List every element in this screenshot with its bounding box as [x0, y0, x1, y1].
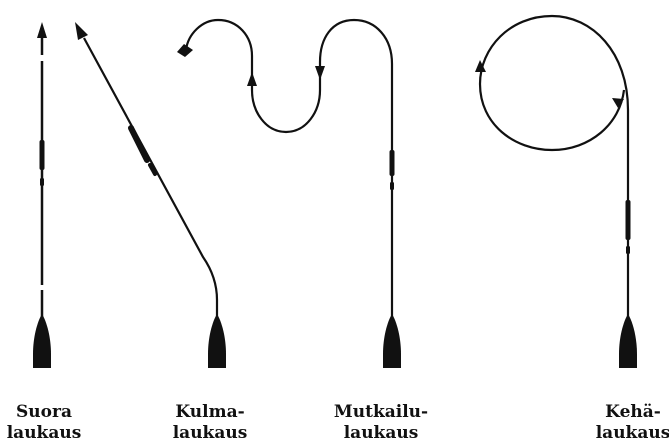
caption-line-2: laukaus	[0, 423, 104, 444]
caption-line-1: Suora	[0, 402, 104, 423]
caption-angle-shot: Kulma- laukaus	[150, 402, 270, 444]
caption-line-1: Kulma-	[150, 402, 270, 423]
caption-serpentine-shot: Mutkailu- laukaus	[321, 402, 441, 444]
serpentine-motion-dash-small	[390, 182, 394, 190]
straight-motion-dash-small	[40, 178, 44, 186]
caption-line-2: laukaus	[150, 423, 270, 444]
angle-throw-path	[75, 22, 226, 368]
caption-circle-shot: Kehä- laukaus	[573, 402, 669, 444]
serpentine-motion-dash	[390, 150, 395, 176]
caption-line-2: laukaus	[573, 423, 669, 444]
circle-motion-dash	[626, 200, 631, 240]
stone-icon	[33, 314, 51, 368]
serpentine-throw-path	[177, 20, 401, 368]
angle-path-line	[84, 38, 217, 318]
stone-icon	[619, 314, 637, 368]
circle-motion-dash-small	[626, 246, 630, 254]
stone-icon	[383, 314, 401, 368]
stone-icon	[208, 314, 226, 368]
serpentine-loop-arrow-icon	[247, 72, 257, 86]
caption-line-1: Kehä-	[573, 402, 669, 423]
serpentine-mid-arrow-icon	[315, 66, 325, 80]
straight-motion-dash	[40, 140, 45, 170]
caption-line-2: laukaus	[321, 423, 441, 444]
straight-direction-arrow-icon	[37, 22, 47, 38]
angle-direction-arrow-icon	[75, 22, 88, 40]
straight-throw-path	[33, 22, 51, 368]
circle-path-line	[480, 16, 628, 318]
serpentine-end-arrow-icon	[177, 44, 193, 57]
circle-throw-path	[475, 16, 637, 368]
caption-straight-shot: Suora laukaus	[0, 402, 104, 444]
caption-line-1: Mutkailu-	[321, 402, 441, 423]
angle-motion-dash	[131, 128, 147, 160]
serpentine-path-line	[186, 20, 392, 318]
